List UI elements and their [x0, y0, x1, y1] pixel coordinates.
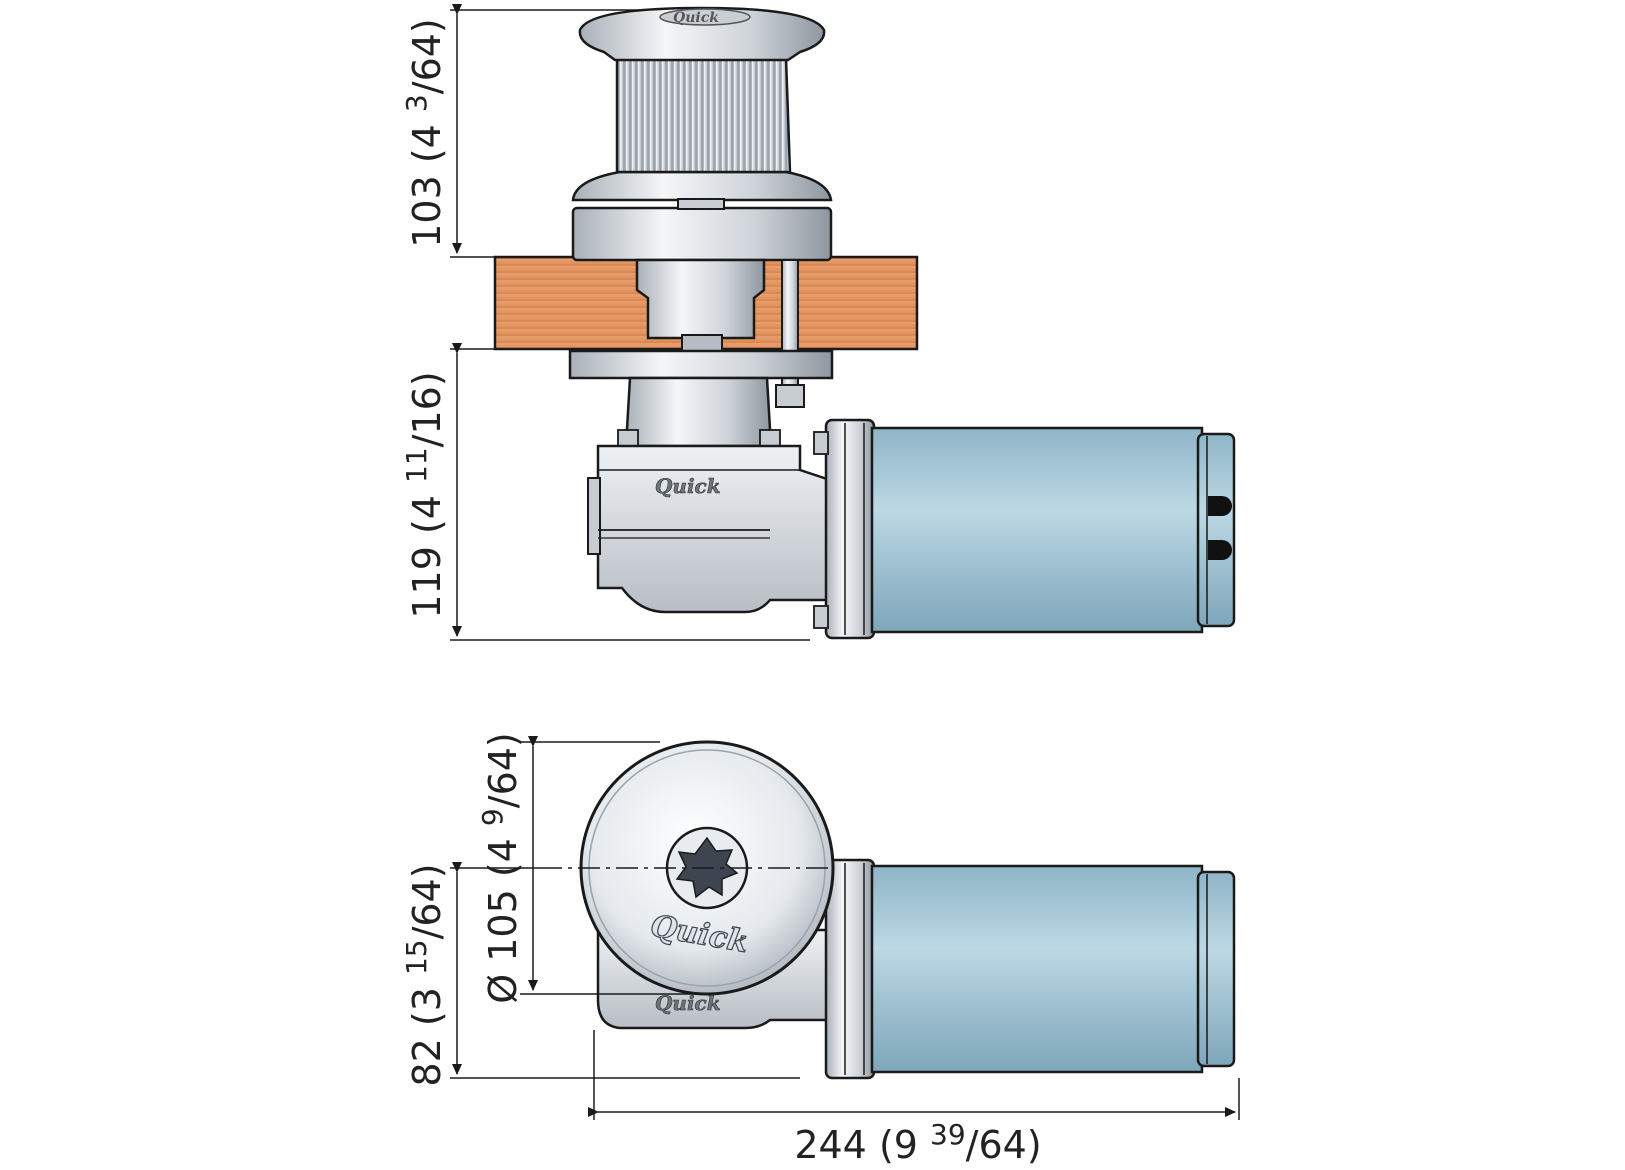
capstan-cap-logo: Quick: [673, 10, 719, 26]
dim-drum-diameter: Ø 105 (4 9/64): [476, 732, 525, 1004]
top-motor-cylinder: [870, 864, 1204, 1074]
capstan-top-cap: [578, 6, 826, 62]
gearbox-neck: [624, 376, 773, 448]
motor-terminal-slot: [1208, 540, 1232, 560]
top-view: Quick Quick: [540, 740, 1236, 1080]
under-deck-plate: [568, 349, 834, 380]
motor-flange: [824, 418, 876, 640]
motor-end-cap: [1196, 432, 1236, 628]
dim-gearbox-height: 119 (4 11/16): [400, 371, 449, 618]
gearbox-body: [596, 444, 832, 614]
gearbox-logo: Quick: [655, 474, 721, 498]
top-motor-flange: [824, 858, 876, 1080]
capstan-lower-flange: [571, 170, 833, 202]
deck-top-plate: [571, 206, 833, 262]
top-motor-end-cap: [1196, 870, 1236, 1068]
motor-terminal-slot: [1208, 496, 1232, 516]
side-view: Quick Quick: [493, 6, 1236, 640]
dimension-labels: 103 (4 3/64) 119 (4 11/16) Ø 105 (4 9/64…: [400, 18, 1042, 1167]
deck-shaft-housing: [635, 258, 766, 340]
dimension-lines: [450, 4, 1240, 1120]
dim-axis-offset: 82 (3 15/64): [400, 863, 449, 1086]
dim-overall-length: 244 (9 39/64): [794, 1118, 1041, 1167]
capstan-ribbed-drum: [615, 56, 792, 174]
motor-cylinder: [870, 426, 1204, 634]
dim-capstan-height: 103 (4 3/64): [400, 18, 449, 248]
